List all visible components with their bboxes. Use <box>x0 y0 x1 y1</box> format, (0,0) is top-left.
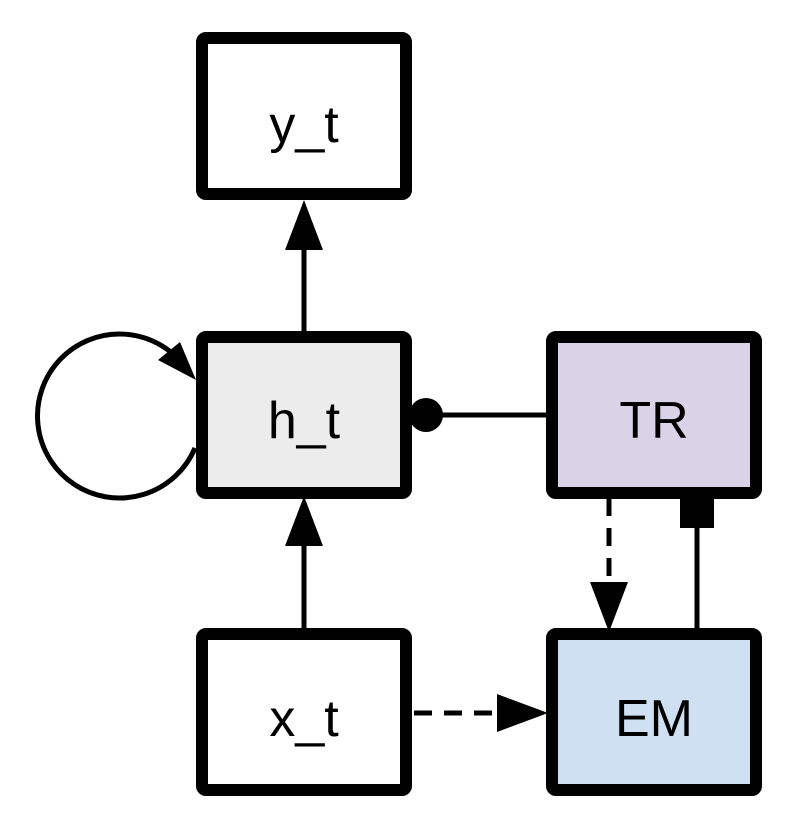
node-h-t: h_t <box>196 331 412 499</box>
dot-head-icon <box>409 398 443 432</box>
node-label-tr: TR <box>619 392 688 450</box>
node-label-h-t: h_t <box>268 392 341 450</box>
square-head-icon <box>680 496 714 528</box>
node-tr: TR <box>546 331 762 499</box>
node-y-t: y_t <box>196 32 412 200</box>
node-label-em: EM <box>615 690 693 748</box>
node-label-x-t: x_t <box>269 690 339 748</box>
arrowhead-h-icon <box>285 496 323 546</box>
arrowhead-loop-icon <box>158 342 196 380</box>
node-em: EM <box>546 628 762 796</box>
arrowhead-em-top-icon <box>590 582 628 632</box>
arrowhead-y-icon <box>285 200 323 250</box>
edge-h-self-loop <box>35 331 198 501</box>
arrowhead-em-left-icon <box>497 694 548 732</box>
node-label-y-t: y_t <box>269 96 339 154</box>
node-x-t: x_t <box>196 628 412 796</box>
